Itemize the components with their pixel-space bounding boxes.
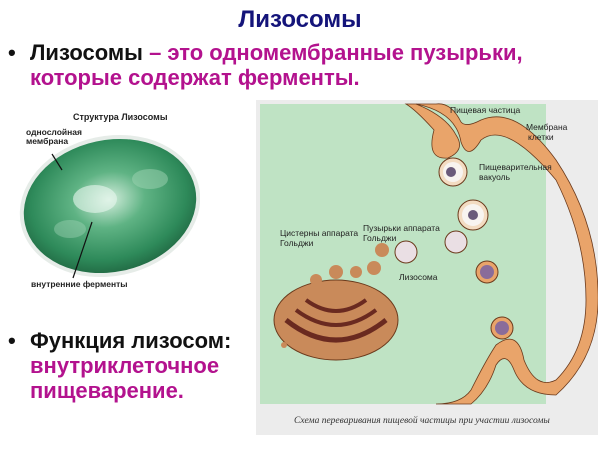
bullet-term: Лизосомы <box>30 40 143 65</box>
golgi-cisterns-label-line2: Гольджи <box>280 238 314 248</box>
golgi-cisterns-label-line1: Цистерны аппарата <box>280 228 359 238</box>
diagram-caption: Схема переваривания пищевой частицы при … <box>294 416 550 426</box>
golgi-vesicles-label-line2: Гольджи <box>363 233 397 243</box>
lysosome-label: Лизосома <box>399 272 438 282</box>
bullet-definition: • Лизосомы – это одномембранные пузырьки,… <box>8 40 598 90</box>
bullet-function-line1: внутриклеточное <box>30 353 220 378</box>
enzymes-label: внутренние ферменты <box>31 279 128 289</box>
slide-title: Лизосомы <box>238 6 362 33</box>
cell-membrane-label-line2: клетки <box>528 132 554 142</box>
golgi-vesicles-label-line1: Пузырьки аппарата <box>363 223 440 233</box>
bullet-dot: • <box>8 328 16 353</box>
lysosome-illustration <box>19 134 201 279</box>
bullet-function-line2: пищеварение. <box>30 378 184 403</box>
digestion-illustration <box>260 103 598 405</box>
lysosome-structure-figure: Структура Лизосомы однослойная мембрана … <box>0 104 201 294</box>
digestive-vacuole-label-line2: вакуоль <box>479 172 511 182</box>
digestive-vacuole-label-line1: Пищеварительная <box>479 162 552 172</box>
lysosome-figure-title: Структура Лизосомы <box>73 112 168 122</box>
bullet-definition-text-line2: которые содержат ферменты. <box>30 65 360 90</box>
membrane-label-line2: мембрана <box>26 136 69 146</box>
bullet-term: Функция лизосом: <box>30 328 232 353</box>
membrane-label-line1: однослойная <box>26 127 82 137</box>
bullet-dot: • <box>8 40 16 65</box>
food-particle-label: Пищевая частица <box>450 105 521 115</box>
digestion-diagram: Пищевая частица Мембрана клетки Пищевари… <box>256 100 598 435</box>
bullet-function: • Функция лизосом: внутриклеточное пищева… <box>8 328 278 403</box>
bullet-definition-text: – это одномембранные пузырьки, <box>142 40 523 65</box>
cell-membrane-label-line1: Мембрана <box>526 122 568 132</box>
